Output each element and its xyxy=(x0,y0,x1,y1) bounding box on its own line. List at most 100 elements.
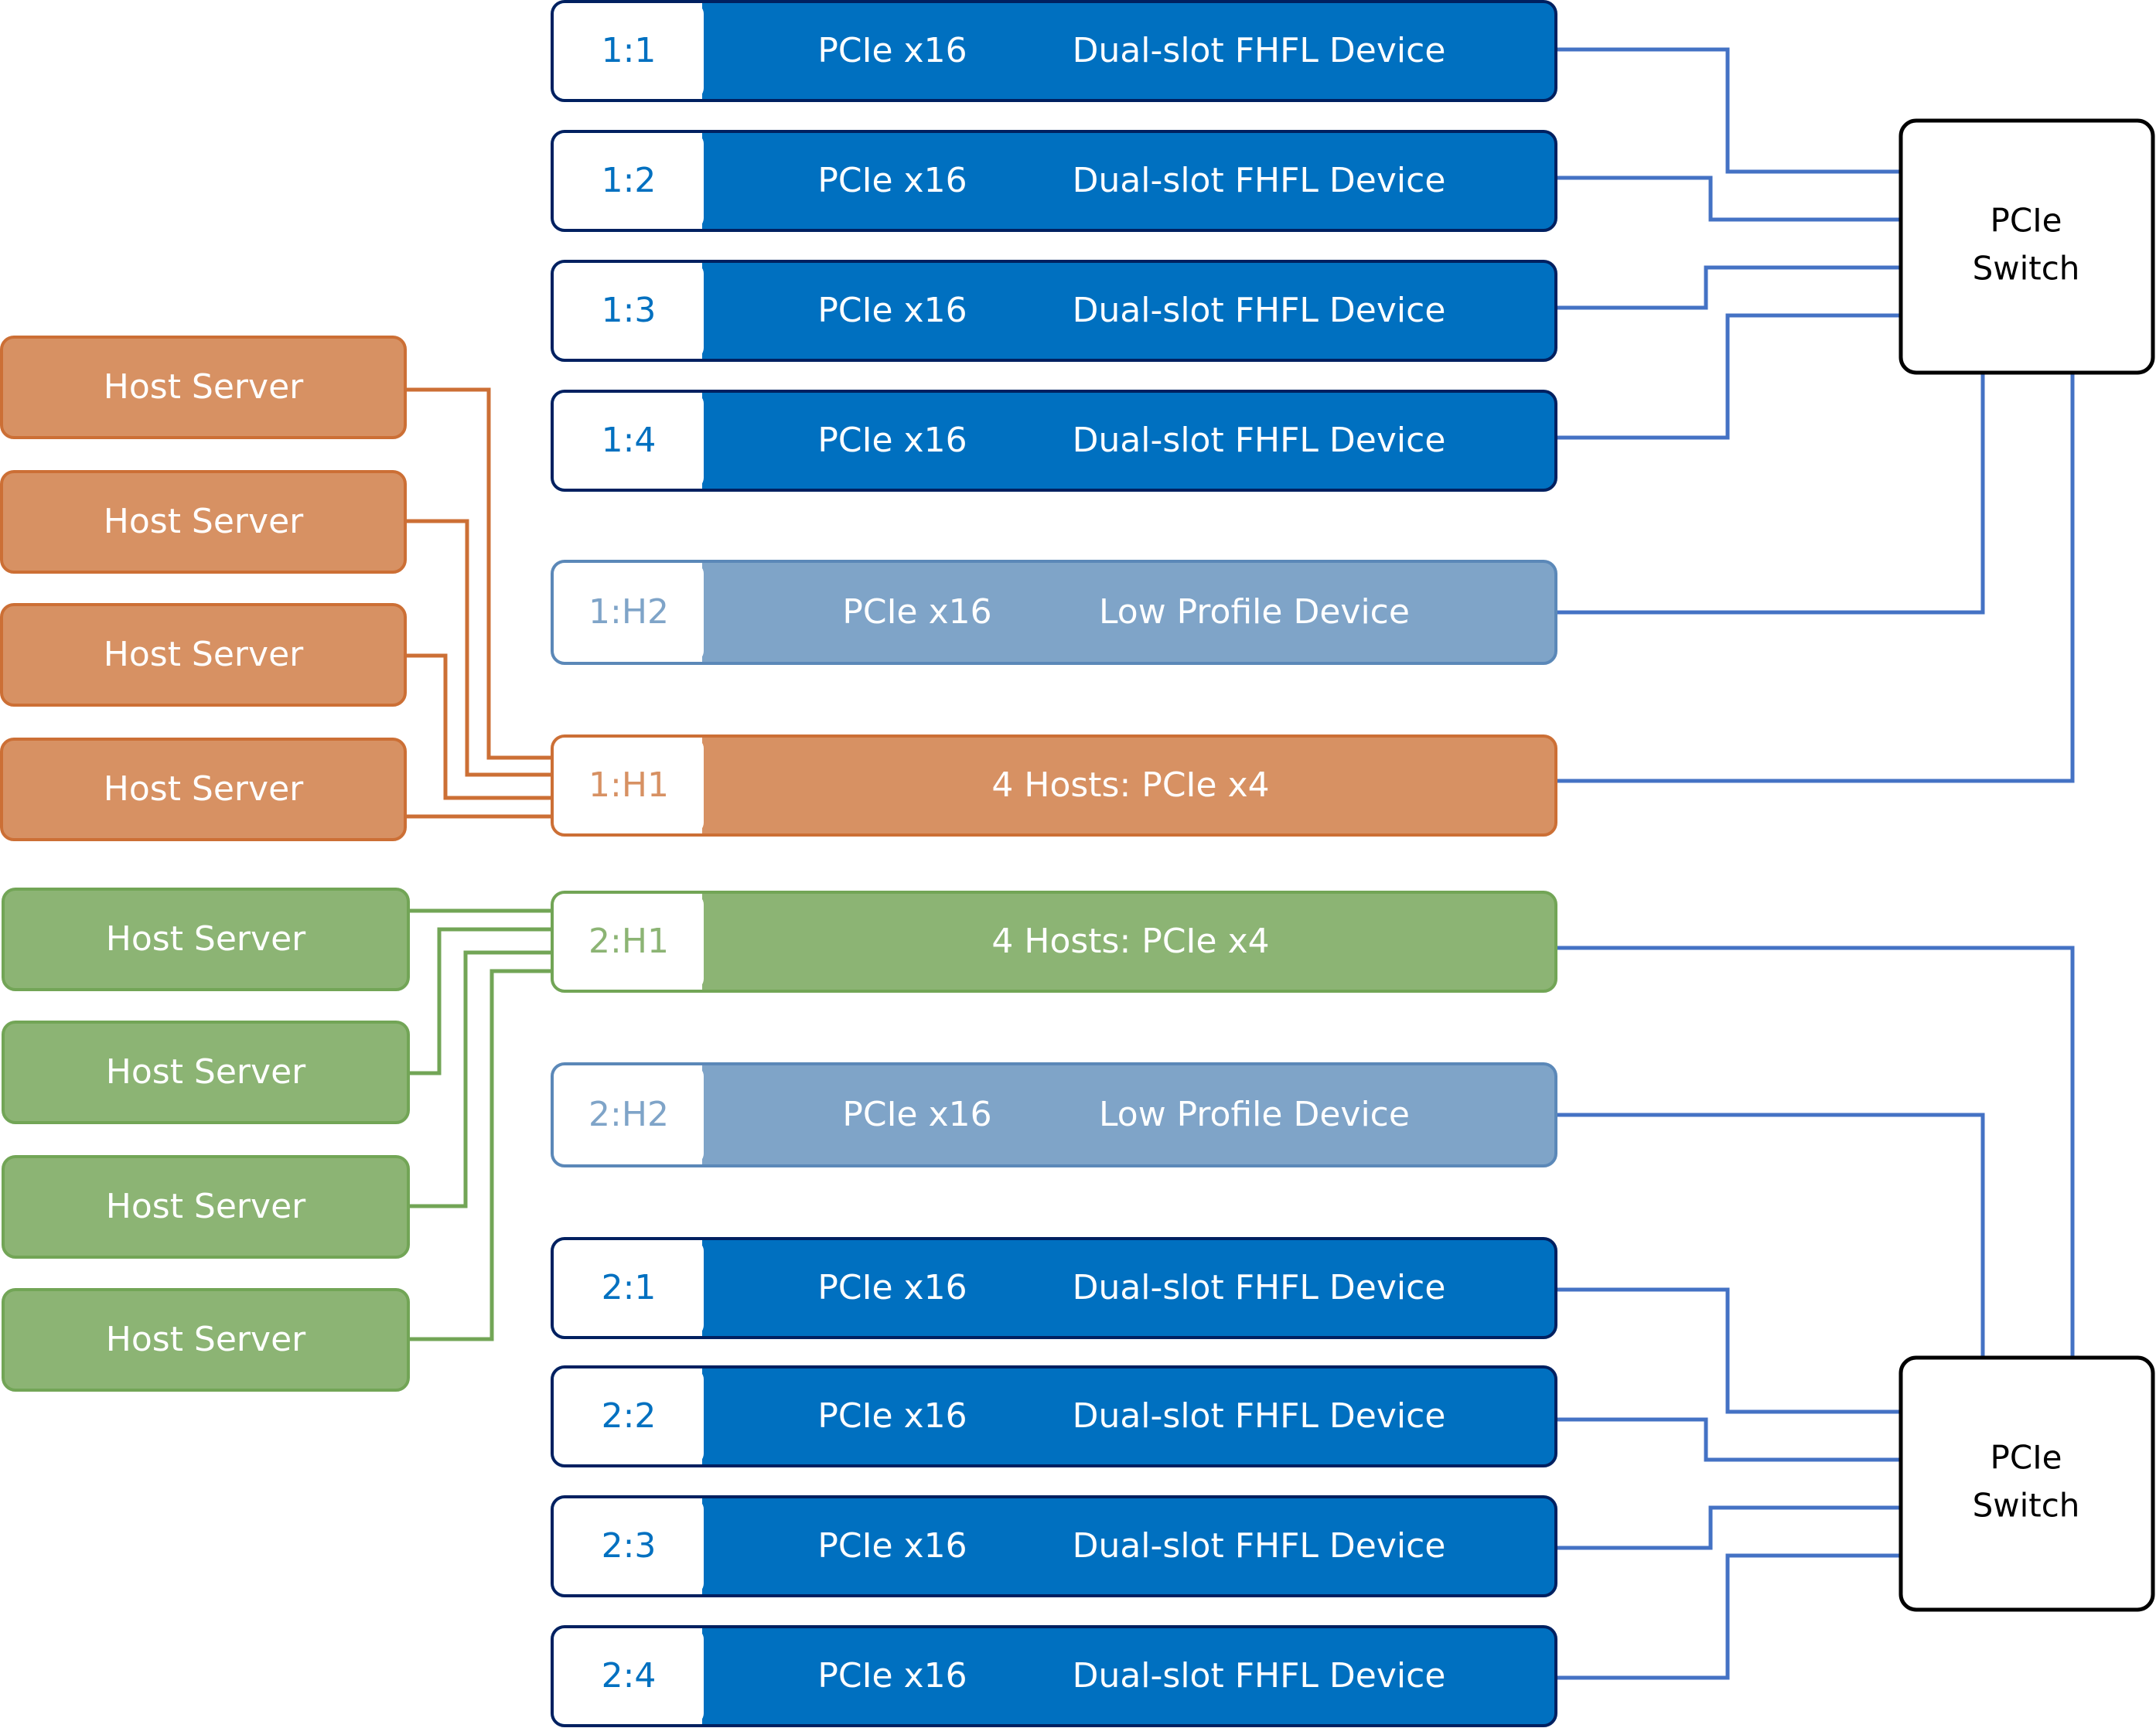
slot-id-cell-edge xyxy=(691,1368,702,1464)
slot-bar xyxy=(551,1365,1557,1467)
slot-hosts-label: 4 Hosts: PCIe x4 xyxy=(991,765,1269,805)
slot-id-label: 1:H2 xyxy=(588,592,669,632)
slot-bar xyxy=(551,560,1557,665)
slot-id-label: 2:3 xyxy=(602,1526,657,1566)
host-server-group2-4: Host Server xyxy=(2,1288,410,1392)
slot-interface-label: PCIe x16 xyxy=(842,592,991,632)
wire-2-1-to-switch-2 xyxy=(1556,1287,1901,1414)
slot-id-label: 2:H2 xyxy=(588,1095,669,1134)
wire-host-2-3-to-2-h1 xyxy=(408,950,552,1208)
host-server-box xyxy=(2,1155,410,1259)
slot-id-cell-edge xyxy=(691,894,702,990)
host-server-box xyxy=(2,1288,410,1392)
host-server-group1-1: Host Server xyxy=(0,336,407,439)
slot-id-cell xyxy=(554,563,704,662)
slot-id-label: 2:2 xyxy=(602,1396,657,1436)
slot-interface-label: PCIe x16 xyxy=(817,161,967,200)
host-server-group2-1: Host Server xyxy=(2,888,410,991)
slot-device-label: Dual-slot FHFL Device xyxy=(1073,1656,1446,1696)
slot-bar xyxy=(551,734,1557,837)
wire-2-2-to-switch-2 xyxy=(1556,1417,1901,1462)
slot-1-2: 1:2 PCIe x16 Dual-slot FHFL Device xyxy=(551,130,1557,232)
slot-interface-label: PCIe x16 xyxy=(817,1396,967,1436)
slot-id-cell-edge xyxy=(691,563,702,662)
slot-bar xyxy=(551,891,1557,993)
slot-bar xyxy=(551,130,1557,232)
host-server-box xyxy=(2,888,410,991)
switch-label-line1: PCIe xyxy=(1991,1439,2062,1477)
slot-device-label: Dual-slot FHFL Device xyxy=(1073,1396,1446,1436)
slot-id-cell xyxy=(554,1498,704,1594)
slot-id-label: 1:3 xyxy=(602,291,657,330)
slot-bar xyxy=(551,0,1557,102)
host-server-label: Host Server xyxy=(106,1052,306,1092)
slot-id-cell-edge xyxy=(691,133,702,229)
host-server-label: Host Server xyxy=(104,502,304,541)
host-server-label: Host Server xyxy=(104,635,304,674)
host-server-box xyxy=(2,1021,410,1124)
switch-box xyxy=(1898,118,2155,375)
slot-id-cell-edge xyxy=(691,738,702,833)
host-server-group1-4: Host Server xyxy=(0,738,407,841)
slot-id-cell-edge xyxy=(691,393,702,489)
wire-host-1-2-to-1-h1 xyxy=(405,519,552,777)
host-server-group2-3: Host Server xyxy=(2,1155,410,1259)
slot-id-cell-edge xyxy=(691,1240,702,1336)
slot-id-cell xyxy=(554,894,704,990)
slot-interface-label: PCIe x16 xyxy=(817,1526,967,1566)
slot-bar xyxy=(551,1625,1557,1727)
host-server-group1-2: Host Server xyxy=(0,470,407,574)
slot-id-cell-edge xyxy=(691,1065,702,1164)
slot-id-label: 1:2 xyxy=(602,161,657,200)
slot-device-label: Dual-slot FHFL Device xyxy=(1073,1526,1446,1566)
host-server-group1-3: Host Server xyxy=(0,603,407,707)
host-server-label: Host Server xyxy=(104,769,304,809)
host-server-box xyxy=(0,603,407,707)
slot-id-cell xyxy=(554,738,704,833)
slot-id-cell-edge xyxy=(691,1628,702,1724)
wire-2-4-to-switch-2 xyxy=(1556,1553,1901,1680)
wire-1-1-to-switch-1 xyxy=(1556,47,1901,174)
slot-id-label: 1:4 xyxy=(602,421,657,460)
switch-label-line1: PCIe xyxy=(1991,202,2062,240)
host-server-label: Host Server xyxy=(104,367,304,407)
wire-host-2-4-to-2-h1 xyxy=(408,969,552,1341)
slot-id-cell xyxy=(554,133,704,229)
slot-device-label: Dual-slot FHFL Device xyxy=(1073,1268,1446,1307)
slot-interface-label: PCIe x16 xyxy=(817,1656,967,1696)
wire-2-h1-to-switch-2 xyxy=(1556,946,2075,1356)
slot-1-h1: 1:H1 4 Hosts: PCIe x4 xyxy=(551,734,1557,837)
wire-host-1-1-to-1-h1 xyxy=(405,387,552,760)
wire-2-h2-to-switch-2 xyxy=(1556,1113,1985,1356)
slot-id-label: 1:H1 xyxy=(588,765,669,805)
host-server-group2-2: Host Server xyxy=(2,1021,410,1124)
slot-id-cell xyxy=(554,1240,704,1336)
slot-1-1: 1:1 PCIe x16 Dual-slot FHFL Device xyxy=(551,0,1557,102)
slot-device-label: Low Profile Device xyxy=(1099,1095,1410,1134)
slot-id-cell xyxy=(554,3,704,99)
connector-lines xyxy=(405,47,2075,1680)
slot-device-label: Dual-slot FHFL Device xyxy=(1073,161,1446,200)
slot-device-label: Dual-slot FHFL Device xyxy=(1073,31,1446,70)
host-server-box xyxy=(0,470,407,574)
wire-2-3-to-switch-2 xyxy=(1556,1505,1901,1550)
host-server-box xyxy=(0,336,407,439)
slot-id-label: 1:1 xyxy=(602,31,657,70)
slot-interface-label: PCIe x16 xyxy=(817,31,967,70)
slot-bar xyxy=(551,390,1557,492)
wire-1-4-to-switch-1 xyxy=(1556,313,1901,440)
slot-interface-label: PCIe x16 xyxy=(817,421,967,460)
slot-interface-label: PCIe x16 xyxy=(817,1268,967,1307)
host-server-label: Host Server xyxy=(106,1320,306,1359)
switch-label-line2: Switch xyxy=(1973,1487,2080,1525)
slot-2-3: 2:3 PCIe x16 Dual-slot FHFL Device xyxy=(551,1495,1557,1597)
